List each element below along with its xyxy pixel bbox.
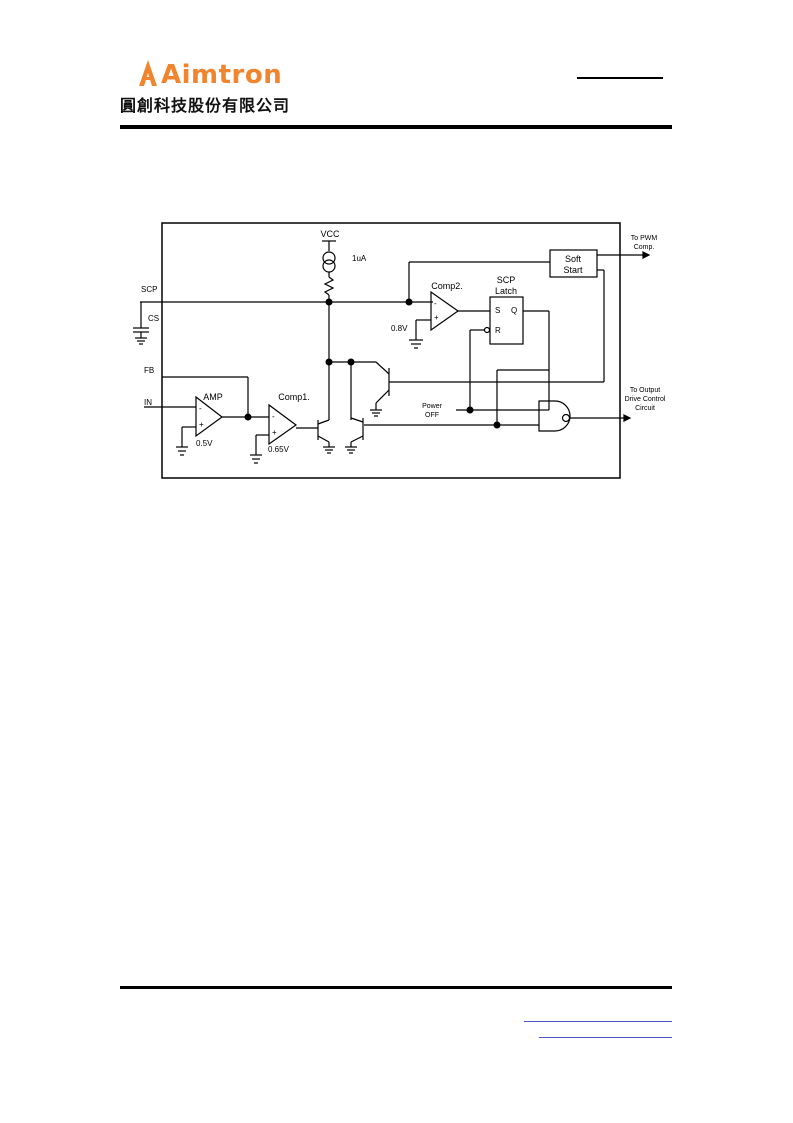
footer-link-underline-1[interactable] <box>524 1021 672 1022</box>
latch-s-label: S <box>495 306 500 315</box>
comp2-minus-label: - <box>434 299 437 308</box>
amp-minus-label: - <box>199 404 202 413</box>
latch-q-label: Q <box>511 306 517 315</box>
amp-ref-label: 0.5V <box>196 439 213 448</box>
logo-a-mark-icon <box>139 60 157 86</box>
header-rule <box>120 125 672 129</box>
comp2-plus-label: + <box>434 313 439 322</box>
power-off-label-2: OFF <box>425 412 439 419</box>
to-output-label-1: To Output <box>630 387 660 394</box>
amp-label: AMP <box>203 392 223 402</box>
nand-gate-icon <box>538 400 571 432</box>
to-pwm-label-1: To PWM <box>631 235 658 242</box>
comp1-plus-label: + <box>272 428 277 437</box>
soft-start-block <box>549 249 598 278</box>
pin-in-label: IN <box>144 398 152 407</box>
latch-title-2: Latch <box>495 286 517 296</box>
pin-fb-label: FB <box>144 366 154 375</box>
comp1-opamp-icon <box>268 403 298 446</box>
scp-latch-block <box>489 296 524 345</box>
vcc-label: VCC <box>320 229 340 239</box>
pin-scp-label: SCP <box>141 285 157 294</box>
comp2-opamp-icon <box>430 290 460 332</box>
to-pwm-label-2: Comp. <box>634 244 655 251</box>
amp-plus-label: + <box>199 420 204 429</box>
comp1-label: Comp1. <box>278 392 310 402</box>
comp2-ref-label: 0.8V <box>391 324 408 333</box>
soft-start-label-1: Soft <box>565 254 582 264</box>
power-off-label-1: Power <box>422 403 443 410</box>
to-output-label-2: Drive Control <box>625 396 666 403</box>
comp1-minus-label: - <box>272 412 275 421</box>
current-source-label: 1uA <box>352 254 367 263</box>
comp1-ref-label: 0.65V <box>268 445 290 454</box>
footer-rule <box>120 986 672 989</box>
latch-r-label: R <box>495 326 501 335</box>
amp-opamp-icon <box>195 395 224 438</box>
logo-wordmark: Aimtron <box>161 60 283 90</box>
footer-link-underline-2[interactable] <box>539 1037 672 1038</box>
current-source-icon <box>322 251 336 265</box>
chip-boundary <box>161 222 621 479</box>
soft-start-label-2: Start <box>563 265 583 275</box>
to-output-label-3: Circuit <box>635 405 655 412</box>
comp2-label: Comp2. <box>431 281 463 291</box>
header-mark-line <box>577 77 663 79</box>
company-name: 圓創科技股份有限公司 <box>120 96 291 115</box>
resistor-icon <box>323 276 335 296</box>
latch-title-1: SCP <box>497 275 516 285</box>
pin-cs-label: CS <box>148 314 159 323</box>
